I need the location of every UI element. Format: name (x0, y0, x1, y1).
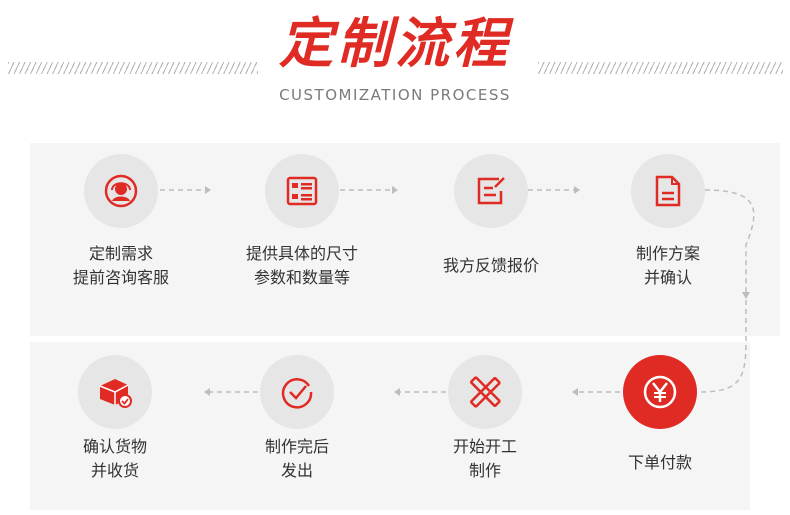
step-label-line1: 提供具体的尺寸 (245, 244, 358, 263)
document-icon (655, 175, 681, 207)
step-label: 制作方案 并确认 (593, 242, 743, 290)
page-subtitle: CUSTOMIZATION PROCESS (279, 86, 511, 104)
step-icon-circle (265, 154, 339, 228)
step-icon-circle (623, 355, 697, 429)
step-label-line2: 参数和数量等 (253, 268, 350, 287)
step-label-line2: 并确认 (643, 268, 692, 287)
decorative-hatch-left (8, 62, 258, 74)
step-icon-circle (631, 154, 705, 228)
decorative-hatch-right (538, 62, 783, 74)
step-label-line1: 下单付款 (627, 453, 692, 472)
headset-icon (104, 174, 138, 208)
delivery-box-icon (99, 379, 132, 408)
step-label-line1: 制作完后 (264, 437, 329, 456)
step-label-line1: 确认货物 (82, 437, 147, 456)
step-icon-circle (84, 154, 158, 228)
list-icon (286, 176, 318, 206)
step-label-line1: 我方反馈报价 (442, 256, 539, 275)
step-icon-circle (260, 355, 334, 429)
step-label-line2: 提前咨询客服 (72, 268, 169, 287)
step-label: 制作完后 发出 (222, 435, 372, 483)
check-circle-icon (281, 378, 313, 409)
step-label: 提供具体的尺寸 参数和数量等 (227, 242, 377, 290)
step-label-line2: 制作 (468, 461, 501, 480)
step-label-line2: 并收货 (90, 461, 139, 480)
step-icon-circle (448, 355, 522, 429)
step-label: 定制需求 提前咨询客服 (46, 242, 196, 290)
step-label-line1: 制作方案 (635, 244, 700, 263)
header: 定制流程 CUSTOMIZATION PROCESS (0, 0, 790, 120)
step-icon-circle (78, 355, 152, 429)
step-label: 我方反馈报价 (416, 254, 566, 278)
step-label-line2: 发出 (280, 461, 313, 480)
edit-note-icon (477, 177, 505, 205)
step-label: 下单付款 (585, 451, 735, 475)
step-label: 确认货物 并收货 (40, 435, 190, 483)
step-label-line1: 定制需求 (88, 244, 153, 263)
page-title: 定制流程 (279, 12, 511, 75)
tools-icon (470, 376, 501, 408)
step-label: 开始开工 制作 (410, 435, 560, 483)
step-label-line1: 开始开工 (452, 437, 517, 456)
yen-icon (643, 375, 677, 409)
step-icon-circle (454, 154, 528, 228)
